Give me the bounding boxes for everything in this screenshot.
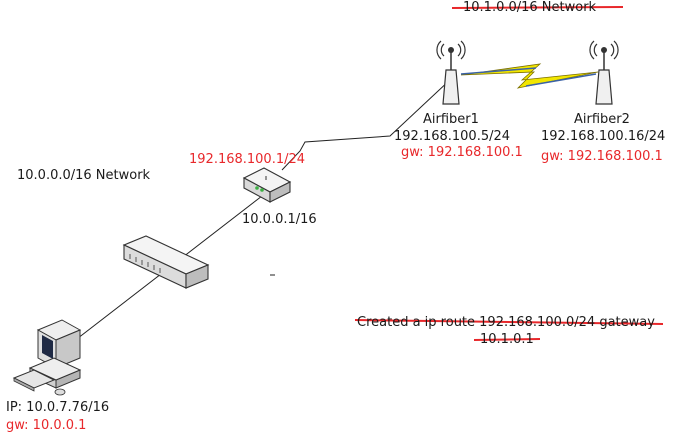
strike-net-top [451,6,624,9]
airfiber2-ip: 192.168.100.16/24 [541,129,666,144]
router-lan-ip: 10.0.0.1/16 [242,212,317,227]
strike-note-line1 [354,319,664,325]
airfiber1-name: Airfiber1 [423,112,479,127]
cable-router-airfiber1 [281,77,453,171]
wireless-link [460,63,599,89]
computer-icon[interactable] [12,319,82,396]
airfiber1-gateway: gw: 192.168.100.1 [401,145,523,160]
route-note-line1: Created a ip route 192.168.100.0/24 gate… [357,315,655,330]
route-note-line2: 10.1.0.1 [480,332,534,347]
airfiber2-antenna-icon[interactable] [589,40,619,105]
top-network-label: 10.1.0.0/16 Network [463,0,597,15]
switch-icon[interactable] [122,235,210,289]
pc-gateway: gw: 10.0.0.1 [6,418,87,433]
airfiber1-antenna-icon[interactable] [436,40,466,105]
airfiber2-name: Airfiber2 [574,112,630,127]
airfiber2-gateway: gw: 192.168.100.1 [541,149,663,164]
router-wan-ip: 192.168.100.1/24 [189,152,306,167]
airfiber1-ip: 192.168.100.5/24 [394,129,511,144]
pc-ip: IP: 10.0.7.76/16 [6,400,110,415]
strike-note-line2 [473,338,541,341]
router-icon[interactable] [242,167,292,203]
left-network-label: 10.0.0.0/16 Network [17,168,151,183]
